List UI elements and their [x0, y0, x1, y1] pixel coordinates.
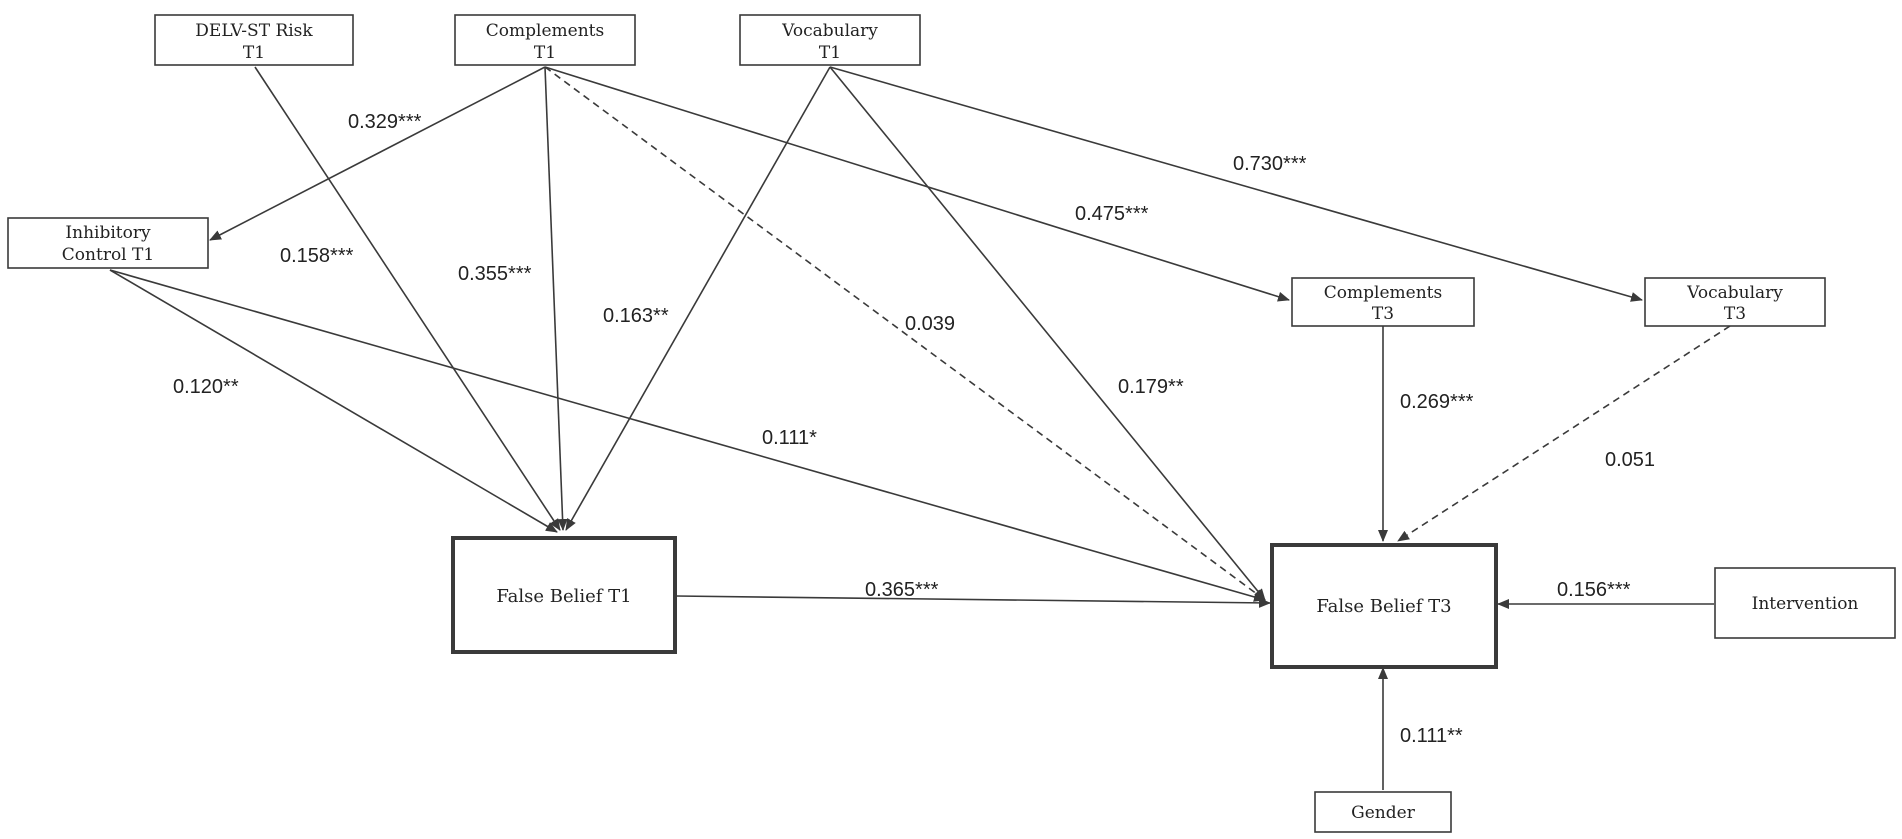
coef-vocabulary-t1-false-belief-t1: 0.163** [603, 305, 669, 327]
node-label-line: T1 [243, 43, 265, 63]
node-complements-t1: Complements T1 [454, 14, 636, 66]
coef-false-belief-t1-false-belief-t3: 0.365*** [865, 579, 939, 601]
node-label-line: DELV-ST Risk [195, 21, 313, 41]
coef-complements-t1-inhibitory: 0.329*** [348, 111, 422, 133]
node-label-line: Complements [486, 21, 604, 41]
node-false-belief-t3: False Belief T3 [1270, 543, 1498, 669]
edge-vocabulary-t1-to-false-belief-t1 [565, 66, 831, 531]
coef-intervention-false-belief-t3: 0.156*** [1557, 579, 1631, 601]
coef-delv-false-belief-t1: 0.158*** [280, 245, 354, 267]
edge-delv-to-false-belief-t1 [254, 66, 561, 531]
node-label-line: Vocabulary [1686, 283, 1783, 303]
edge-complements-t1-to-complements-t3 [544, 66, 1290, 302]
node-gender: Gender [1314, 791, 1452, 833]
node-vocabulary-t3: Vocabulary T3 [1644, 277, 1826, 327]
edge-complements-t1-to-false-belief-t3 [544, 66, 1266, 601]
node-label-line: Intervention [1752, 594, 1859, 614]
edge-vocabulary-t3-to-false-belief-t3 [1397, 325, 1731, 542]
coef-gender-false-belief-t3: 0.111** [1400, 725, 1463, 747]
node-vocabulary-t1: Vocabulary T1 [739, 14, 921, 66]
edge-inhibitory-to-false-belief-t1 [109, 269, 558, 533]
edge-vocabulary-t1-to-vocabulary-t3 [829, 66, 1643, 302]
coef-vocabulary-t1-vocabulary-t3: 0.730*** [1233, 153, 1307, 175]
coef-vocabulary-t3-false-belief-t3: 0.051 [1605, 449, 1655, 471]
coefficient-labels: 0.329*** 0.158*** 0.355*** 0.163** 0.039… [173, 111, 1655, 747]
node-false-belief-t1: False Belief T1 [451, 536, 677, 654]
node-label-line: Control T1 [62, 245, 154, 265]
node-label-line: T1 [534, 43, 556, 63]
coef-vocabulary-t1-false-belief-t3: 0.179** [1118, 376, 1184, 398]
node-label-line: Vocabulary [781, 21, 878, 41]
edge-complements-t1-to-inhibitory [209, 66, 546, 241]
coef-complements-t1-false-belief-t3: 0.039 [905, 313, 955, 335]
node-label-line: False Belief T1 [496, 586, 631, 607]
coef-complements-t3-false-belief-t3: 0.269*** [1400, 391, 1474, 413]
node-label-line: Inhibitory [65, 223, 151, 243]
node-intervention: Intervention [1714, 567, 1896, 639]
node-label-line: False Belief T3 [1316, 596, 1451, 617]
node-label-line: Complements [1324, 283, 1442, 303]
coef-complements-t1-false-belief-t1: 0.355*** [458, 263, 532, 285]
node-complements-t3: Complements T3 [1291, 277, 1475, 327]
edge-false-belief-t1-to-false-belief-t3 [675, 595, 1271, 608]
node-delv-st-risk-t1: DELV-ST Risk T1 [154, 14, 354, 66]
coef-inhibitory-false-belief-t3: 0.111* [762, 427, 817, 449]
node-label-line: T3 [1724, 304, 1746, 324]
node-label-line: T3 [1372, 304, 1394, 324]
edge-vocabulary-t1-to-false-belief-t3 [829, 66, 1266, 601]
edge-complements-t1-to-false-belief-t1 [544, 66, 568, 531]
coef-inhibitory-false-belief-t1: 0.120** [173, 376, 239, 398]
coef-complements-t1-complements-t3: 0.475*** [1075, 203, 1149, 225]
edge-inhibitory-to-false-belief-t3 [109, 269, 1266, 602]
node-inhibitory-control-t1: Inhibitory Control T1 [7, 217, 209, 269]
node-label-line: Gender [1351, 803, 1416, 823]
edges [109, 66, 1731, 790]
node-label-line: T1 [819, 43, 841, 63]
